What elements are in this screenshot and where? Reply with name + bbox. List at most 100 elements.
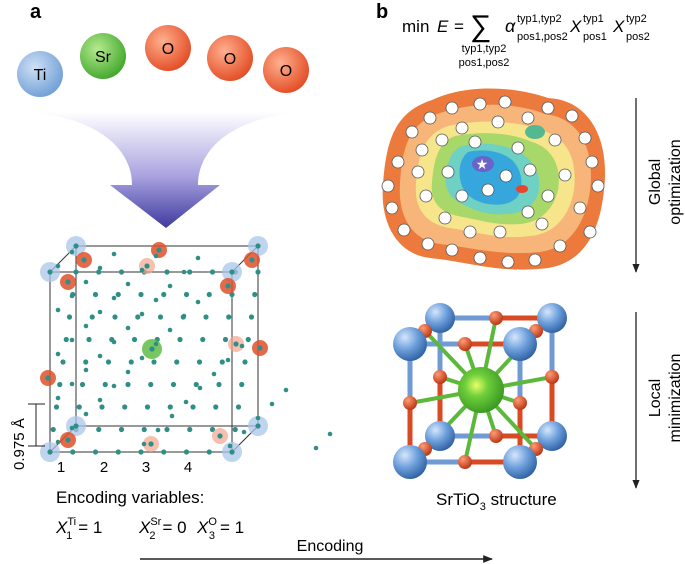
sample-point (385, 201, 399, 215)
encoding-var-1-symbol: X (55, 518, 68, 537)
lattice-dot (225, 357, 231, 363)
sample-point (441, 165, 455, 179)
formula-x2-sup: typ2 (626, 13, 647, 25)
lattice-dot (144, 263, 150, 269)
landscape-minimum (472, 156, 494, 172)
sample-point (511, 141, 525, 155)
lattice-dot (248, 314, 255, 320)
panel-a-label: a (30, 1, 42, 23)
formula-sum: ∑ (470, 10, 491, 43)
lattice-dot (65, 437, 71, 443)
funnel-arrow (28, 112, 302, 228)
lattice-dot (249, 257, 255, 263)
landscape-local-basin (525, 125, 545, 139)
lattice-dot (45, 375, 51, 381)
lattice-dot (122, 404, 128, 410)
lattice-dot (211, 371, 217, 377)
sr-atom (458, 367, 504, 413)
sample-point (435, 133, 449, 147)
ti-atom (503, 327, 537, 361)
lattice-dot (187, 426, 193, 433)
ti-atom (537, 303, 567, 333)
lattice-dot (97, 265, 103, 271)
sample-point (405, 125, 419, 139)
encoding-var-2-value: = 0 (162, 518, 186, 537)
sample-point (455, 189, 469, 203)
sample-point (445, 101, 459, 115)
lattice-dot (47, 269, 53, 275)
lattice-dot (55, 439, 61, 445)
sample-point (391, 155, 405, 169)
encoding-title: Encoding variables: (56, 488, 204, 507)
lattice-dot (222, 336, 229, 343)
formula-sum-sub-pos: pos1,pos2 (459, 57, 510, 69)
lattice-dot (156, 247, 162, 253)
lattice-dot (233, 341, 239, 347)
lattice-dot (83, 359, 89, 365)
lattice-dot (69, 425, 75, 431)
lattice-dot (73, 243, 79, 249)
sample-point (415, 143, 429, 157)
lattice-dot (255, 243, 261, 249)
lattice-dot (164, 269, 170, 275)
lattice-dot (53, 404, 60, 410)
lattice-dot (148, 381, 154, 388)
lattice-dot (97, 353, 103, 359)
panel-b-label: b (376, 1, 388, 23)
formula-x1-sup: typ1 (583, 13, 604, 25)
sample-point (578, 131, 592, 145)
formula-sum-sub-typ: typ1,typ2 (462, 43, 507, 55)
formula-energy: E (437, 17, 449, 36)
lattice-dot (141, 426, 147, 433)
sample-point (499, 169, 513, 183)
atom-o-3-label: O (280, 63, 292, 80)
lattice-dot (167, 283, 173, 289)
sample-point (585, 155, 599, 169)
lattice-dot (112, 314, 118, 320)
lattice-dot (69, 249, 75, 255)
global-minimum-star-icon: ★ (476, 156, 489, 172)
sample-point (548, 133, 562, 147)
lattice-dot (195, 255, 201, 261)
sample-point (583, 225, 597, 239)
lattice-dot (239, 343, 245, 349)
landscape-peak (516, 185, 528, 193)
lattice-dot (81, 257, 87, 263)
formula-x1-sub: pos1 (583, 31, 607, 43)
formula-x2-sub: pos2 (626, 31, 650, 43)
lattice-dot (69, 381, 75, 387)
lattice-dot (118, 269, 125, 275)
lattice-dot (115, 291, 121, 298)
lattice-dot (195, 299, 201, 305)
lattice-dot (141, 441, 147, 447)
atom-o-1-label: O (162, 41, 174, 58)
lattice-dot (70, 449, 76, 455)
formula-alpha: α (505, 16, 516, 36)
lattice-dot (139, 267, 145, 273)
lattice-dot (157, 314, 164, 320)
lattice-dot (69, 337, 75, 343)
lattice-dot (92, 291, 99, 298)
lattice-dot (144, 404, 151, 410)
lattice-dot (149, 346, 155, 352)
lattice-dot (138, 449, 144, 455)
lattice-dot (111, 339, 117, 345)
lattice-dot (139, 311, 145, 317)
encoding-var-1-sub: 1 (66, 530, 72, 542)
lattice-dot (79, 381, 86, 388)
scale-label: 0.975 Å (11, 418, 28, 470)
lattice-dot (139, 355, 145, 361)
global-label-line-2: optimization (667, 139, 684, 224)
global-label-line-1: Global (647, 159, 664, 205)
atom-o-2-label: O (224, 51, 236, 68)
lattice-dot (252, 291, 258, 298)
atom-sr: Sr (80, 33, 126, 79)
lattice-dot (229, 449, 235, 455)
lattice-dot (83, 323, 89, 329)
lattice-dot (50, 426, 56, 433)
formula-alpha-sub: pos1,pos2 (517, 31, 568, 43)
o-atom (458, 337, 472, 351)
sample-point (468, 135, 482, 149)
